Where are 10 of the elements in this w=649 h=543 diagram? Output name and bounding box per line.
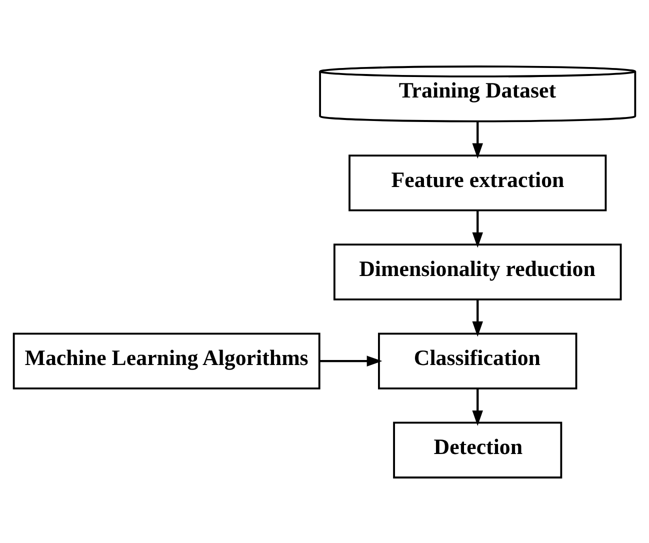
node-box: Detection <box>393 421 562 478</box>
node-box: Feature extraction <box>348 154 607 211</box>
arrow <box>472 388 483 426</box>
node-box: Dimensionality reduction <box>333 243 622 300</box>
node-box: Classification <box>378 332 578 389</box>
node-box: Machine Learning Algorithms <box>12 332 320 389</box>
arrow <box>472 210 483 248</box>
arrow <box>472 299 483 336</box>
arrow <box>472 121 483 158</box>
arrow <box>320 355 382 366</box>
